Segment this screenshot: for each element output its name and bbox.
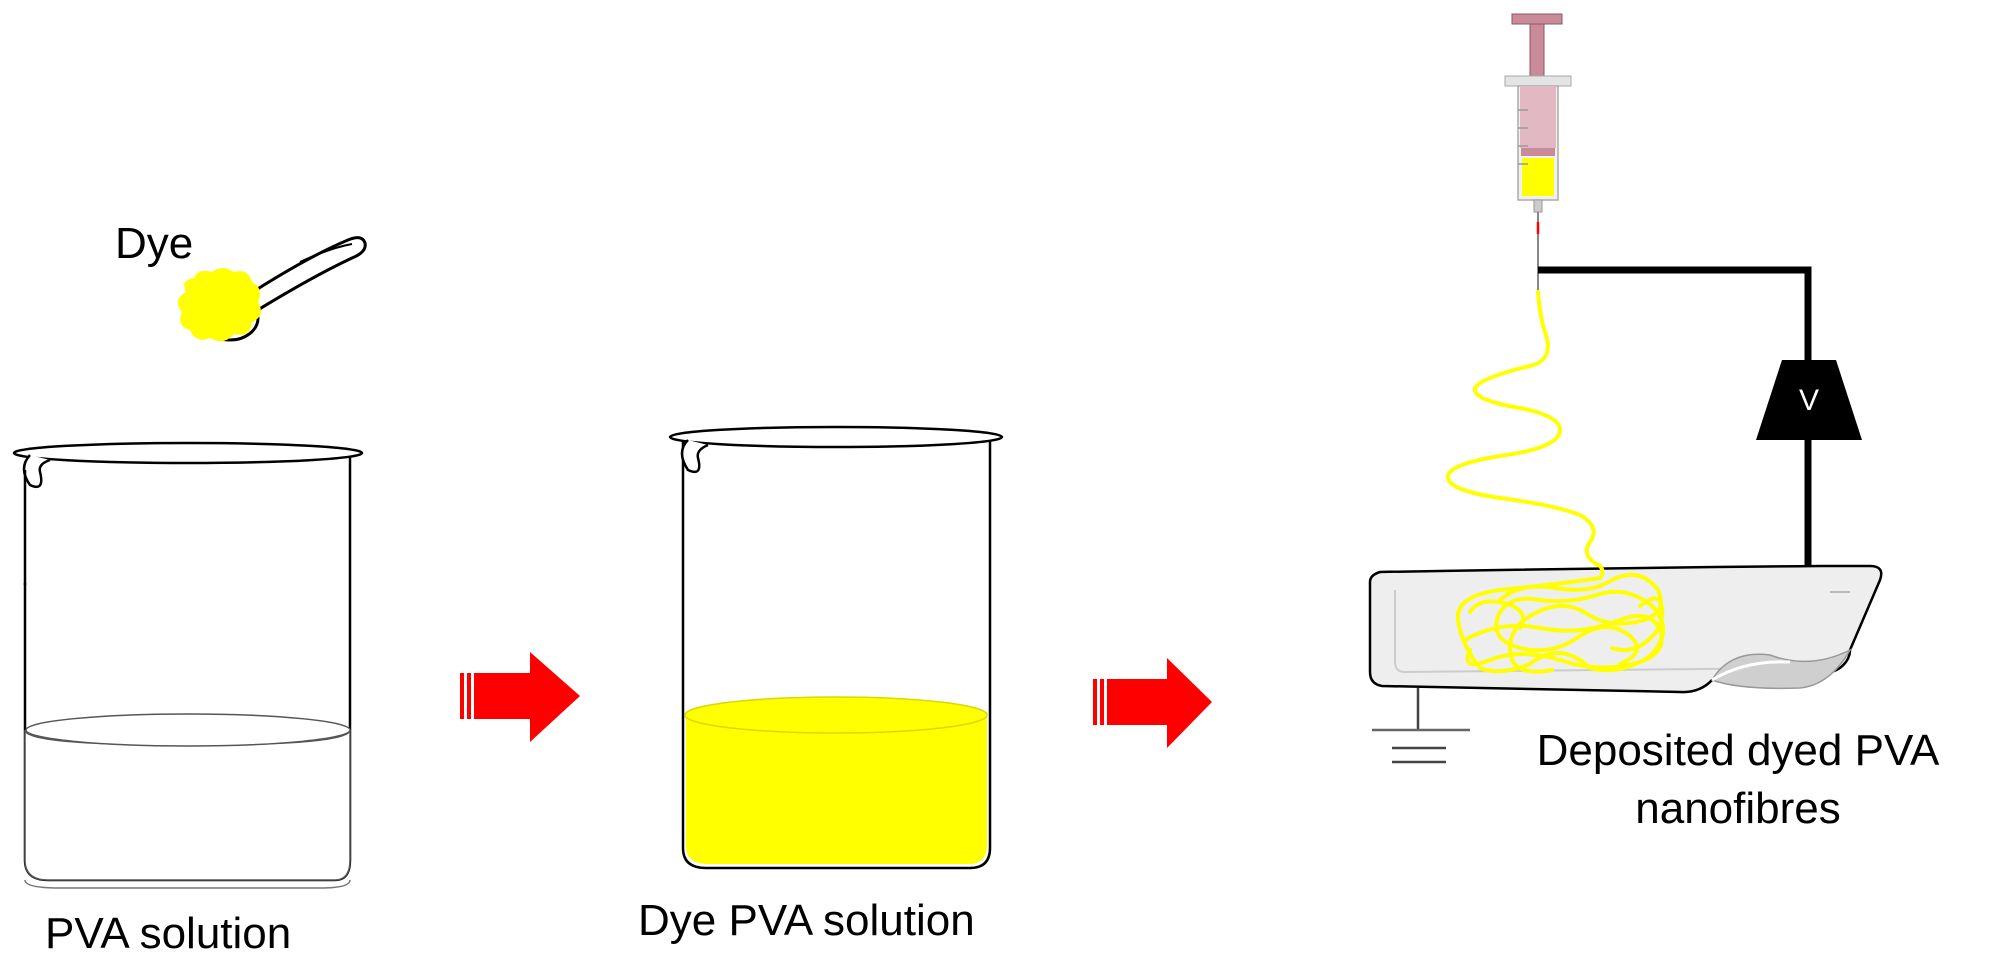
voltage-source-icon: [1756, 360, 1862, 440]
collector-plate: [1368, 564, 1883, 694]
dye-spoon-group: Dye: [115, 219, 367, 342]
arrow-1-icon: [460, 652, 580, 742]
deposited-nanofibres: [1455, 572, 1665, 674]
arrow-2-icon: [1093, 658, 1212, 748]
pva-solution-label: PVA solution: [45, 909, 291, 958]
voltage-label: V: [1799, 384, 1819, 417]
deposited-label-line1: Deposited dyed PVA: [1537, 726, 1940, 775]
ground-icon: [1372, 688, 1470, 764]
deposited-label-line2: nanofibres: [1635, 784, 1840, 833]
syringe-icon: [1504, 13, 1572, 292]
dye-pva-solution-label: Dye PVA solution: [638, 896, 975, 945]
dye-label: Dye: [115, 219, 193, 268]
high-voltage-circuit: V: [1538, 266, 1862, 570]
pva-beaker: PVA solution: [12, 441, 364, 958]
nanofibre-jet: [1446, 290, 1605, 580]
dye-pva-beaker: Dye PVA solution: [638, 425, 1004, 945]
dye-powder-icon: [177, 268, 261, 342]
